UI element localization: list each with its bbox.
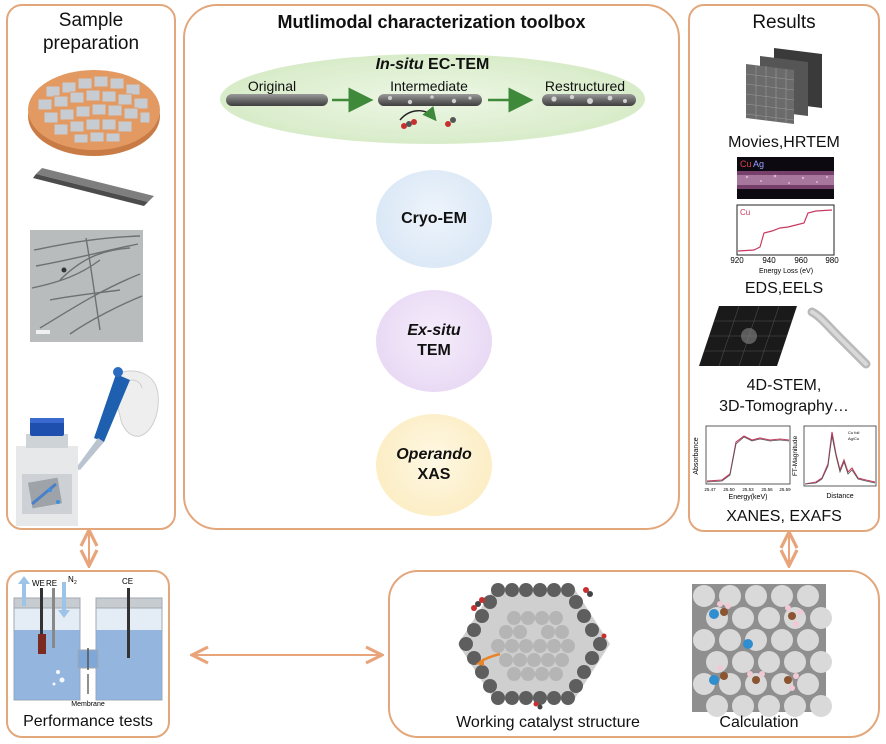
exafs-xlabel: Distance xyxy=(826,493,853,500)
exafs-plot: FT-Magnitude Cu foil Ag/Cu Distance xyxy=(792,425,877,500)
exsitu-tem-circle: Ex-situ TEM xyxy=(376,290,492,392)
movie-frames-illustration xyxy=(745,48,822,124)
working-catalyst-label: Working catalyst structure xyxy=(456,714,640,731)
insitu-nanowires xyxy=(226,87,636,129)
calculation-illustration xyxy=(692,584,832,717)
exsitu-label-line1: Ex-situ xyxy=(407,322,461,339)
toolbox-title: Mutlimodal characterization toolbox xyxy=(277,12,586,32)
exsitu-label-line2: TEM xyxy=(417,342,451,359)
cryo-em-label: Cryo-EM xyxy=(401,210,467,227)
ce-label: CE xyxy=(122,577,133,586)
stage-intermediate: Intermediate xyxy=(390,78,468,94)
performance-title: Performance tests xyxy=(23,713,153,730)
nanowire-tem-image xyxy=(30,230,143,342)
calculation-label: Calculation xyxy=(719,714,799,731)
tomography-illustration xyxy=(807,307,871,369)
exafs-ylabel: FT-Magnitude xyxy=(792,436,799,476)
movies-hrtem-label: Movies,HRTEM xyxy=(728,134,840,151)
operando-xas-circle: Operando XAS xyxy=(376,414,492,516)
stem-label-line1: 4D-STEM, xyxy=(746,377,822,394)
re-label: RE xyxy=(46,579,57,588)
xanes-tick-1: 25.47 xyxy=(704,487,716,492)
eds-cu-label: Cu xyxy=(740,159,752,169)
insitu-label-rest: EC-TEM xyxy=(423,56,490,73)
xanes-exafs-label: XANES, EXAFS xyxy=(726,508,842,525)
membrane-label: Membrane xyxy=(71,701,105,708)
cryo-em-circle: Cryo-EM xyxy=(376,170,492,268)
eds-ag-label: Ag xyxy=(753,159,764,169)
results-title: Results xyxy=(752,12,816,33)
insitu-label: In-situ EC-TEM xyxy=(220,56,645,74)
stage-restructured: Restructured xyxy=(544,78,626,94)
xanes-xlabel: Energy(keV) xyxy=(729,494,768,501)
eds-map-image: Cu Ag xyxy=(737,157,834,199)
xanes-tick-5: 25.59 xyxy=(779,487,791,492)
eds-eels-label: EDS,EELS xyxy=(744,280,824,297)
stage-original: Original xyxy=(247,78,297,94)
xanes-ylabel: Absorbance xyxy=(693,437,700,474)
tem-grid-illustration xyxy=(28,70,160,156)
we-label: WE xyxy=(32,579,45,588)
4dstem-grid-image xyxy=(699,305,797,367)
nanowire-illustration xyxy=(33,168,154,206)
exafs-legend-2: Ag/Cu xyxy=(848,436,859,441)
operando-label-line1: Operando xyxy=(396,446,472,463)
eels-tick-960: 960 xyxy=(794,256,808,265)
insitu-label-italic: In-situ xyxy=(375,56,424,73)
xanes-tick-3: 25.53 xyxy=(742,487,754,492)
eels-element: Cu xyxy=(740,208,750,217)
eels-xlabel: Energy Loss (eV) xyxy=(759,268,813,275)
eels-plot: Cu 920 940 960 980 Energy Loss (eV) xyxy=(730,204,839,275)
working-catalyst-illustration xyxy=(458,583,610,710)
exafs-legend-1: Cu foil xyxy=(848,430,859,435)
stem-label-line2: 3D-Tomography… xyxy=(719,398,849,415)
n2-label: N xyxy=(68,575,74,584)
h-cell-illustration: WE RE N 2 CE Membrane xyxy=(13,575,163,708)
eels-tick-920: 920 xyxy=(730,256,744,265)
xanes-plot: Absorbance 25.47 25.50 25.53 25.56 25.59… xyxy=(693,425,791,501)
eels-tick-980: 980 xyxy=(825,256,839,265)
pipette-bottle-illustration xyxy=(16,367,159,526)
n2-subscript: 2 xyxy=(74,580,77,586)
sample-title-line1: Sample xyxy=(58,10,124,31)
sample-title-line2: preparation xyxy=(42,33,140,54)
xanes-tick-4: 25.56 xyxy=(761,487,773,492)
eels-tick-940: 940 xyxy=(762,256,776,265)
xanes-tick-2: 25.50 xyxy=(723,487,735,492)
operando-label-line2: XAS xyxy=(417,466,451,483)
